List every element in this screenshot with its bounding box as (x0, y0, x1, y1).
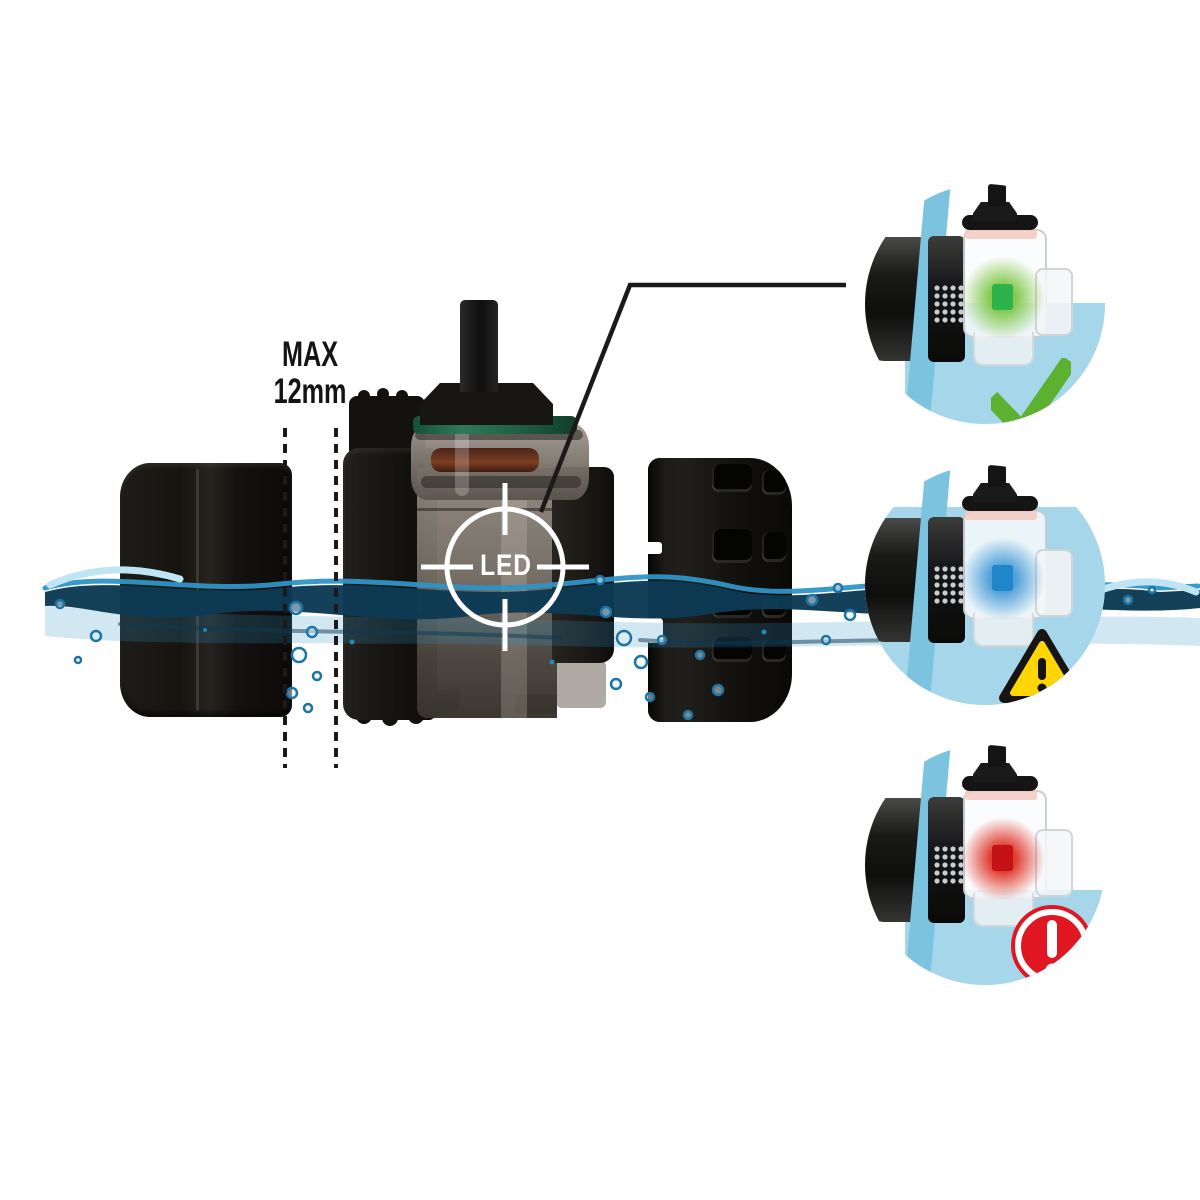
coil-shadow (421, 476, 581, 488)
max-thickness-label-line2: 12mm (273, 372, 347, 411)
inset-cable (988, 745, 1006, 767)
inset-cable-gland (973, 202, 1017, 221)
inset-led-warning (865, 465, 1105, 705)
seal-ring (965, 229, 1037, 239)
coil-shadow (415, 430, 583, 440)
inset-led-alert (865, 745, 1105, 985)
cage-slot (762, 470, 786, 495)
flow-cage (648, 458, 792, 722)
cage-slot (712, 593, 752, 618)
cage-slot (712, 529, 752, 563)
power-cable (460, 300, 498, 392)
glass-thickness-dashed-line-left (283, 428, 287, 768)
warning-triangle-icon (999, 629, 1085, 703)
inset-cable-gland (973, 763, 1017, 782)
body-highlight (501, 468, 527, 718)
cage-notch (648, 618, 663, 643)
seal-ring (965, 790, 1037, 800)
glass-thickness-dashed-line-right (334, 428, 338, 768)
alert-circle-icon (1011, 905, 1093, 985)
rotor-window (411, 424, 589, 500)
led-square (992, 565, 1013, 591)
water-glimpse (763, 599, 778, 609)
inset-cable (988, 184, 1006, 206)
cage-slot (762, 532, 786, 562)
cage-slot (712, 464, 752, 492)
check-icon (991, 358, 1071, 424)
led-target-label: LED (480, 549, 532, 582)
cage-slot (762, 640, 786, 662)
inset-cable (988, 465, 1006, 487)
body-seam (417, 508, 557, 511)
copper-rotor (431, 448, 539, 472)
seal-ring (965, 510, 1037, 520)
external-magnet-mount (120, 463, 292, 717)
inset-led-ok (865, 184, 1105, 424)
led-square (992, 284, 1013, 310)
pump-front-lower (556, 660, 606, 708)
glass-shine (455, 428, 469, 496)
inset-cable-gland (973, 483, 1017, 502)
max-thickness-label: MAX 12mm (248, 336, 372, 410)
cage-rim (648, 458, 664, 722)
max-thickness-label-line1: MAX (281, 335, 339, 374)
pump-translucent-body (417, 468, 557, 718)
water-crest-right (1091, 578, 1200, 596)
led-square (992, 845, 1013, 871)
magnet-seam (196, 469, 199, 711)
cage-slot (712, 637, 752, 662)
cage-notch (648, 542, 662, 554)
cage-slot (762, 596, 786, 618)
